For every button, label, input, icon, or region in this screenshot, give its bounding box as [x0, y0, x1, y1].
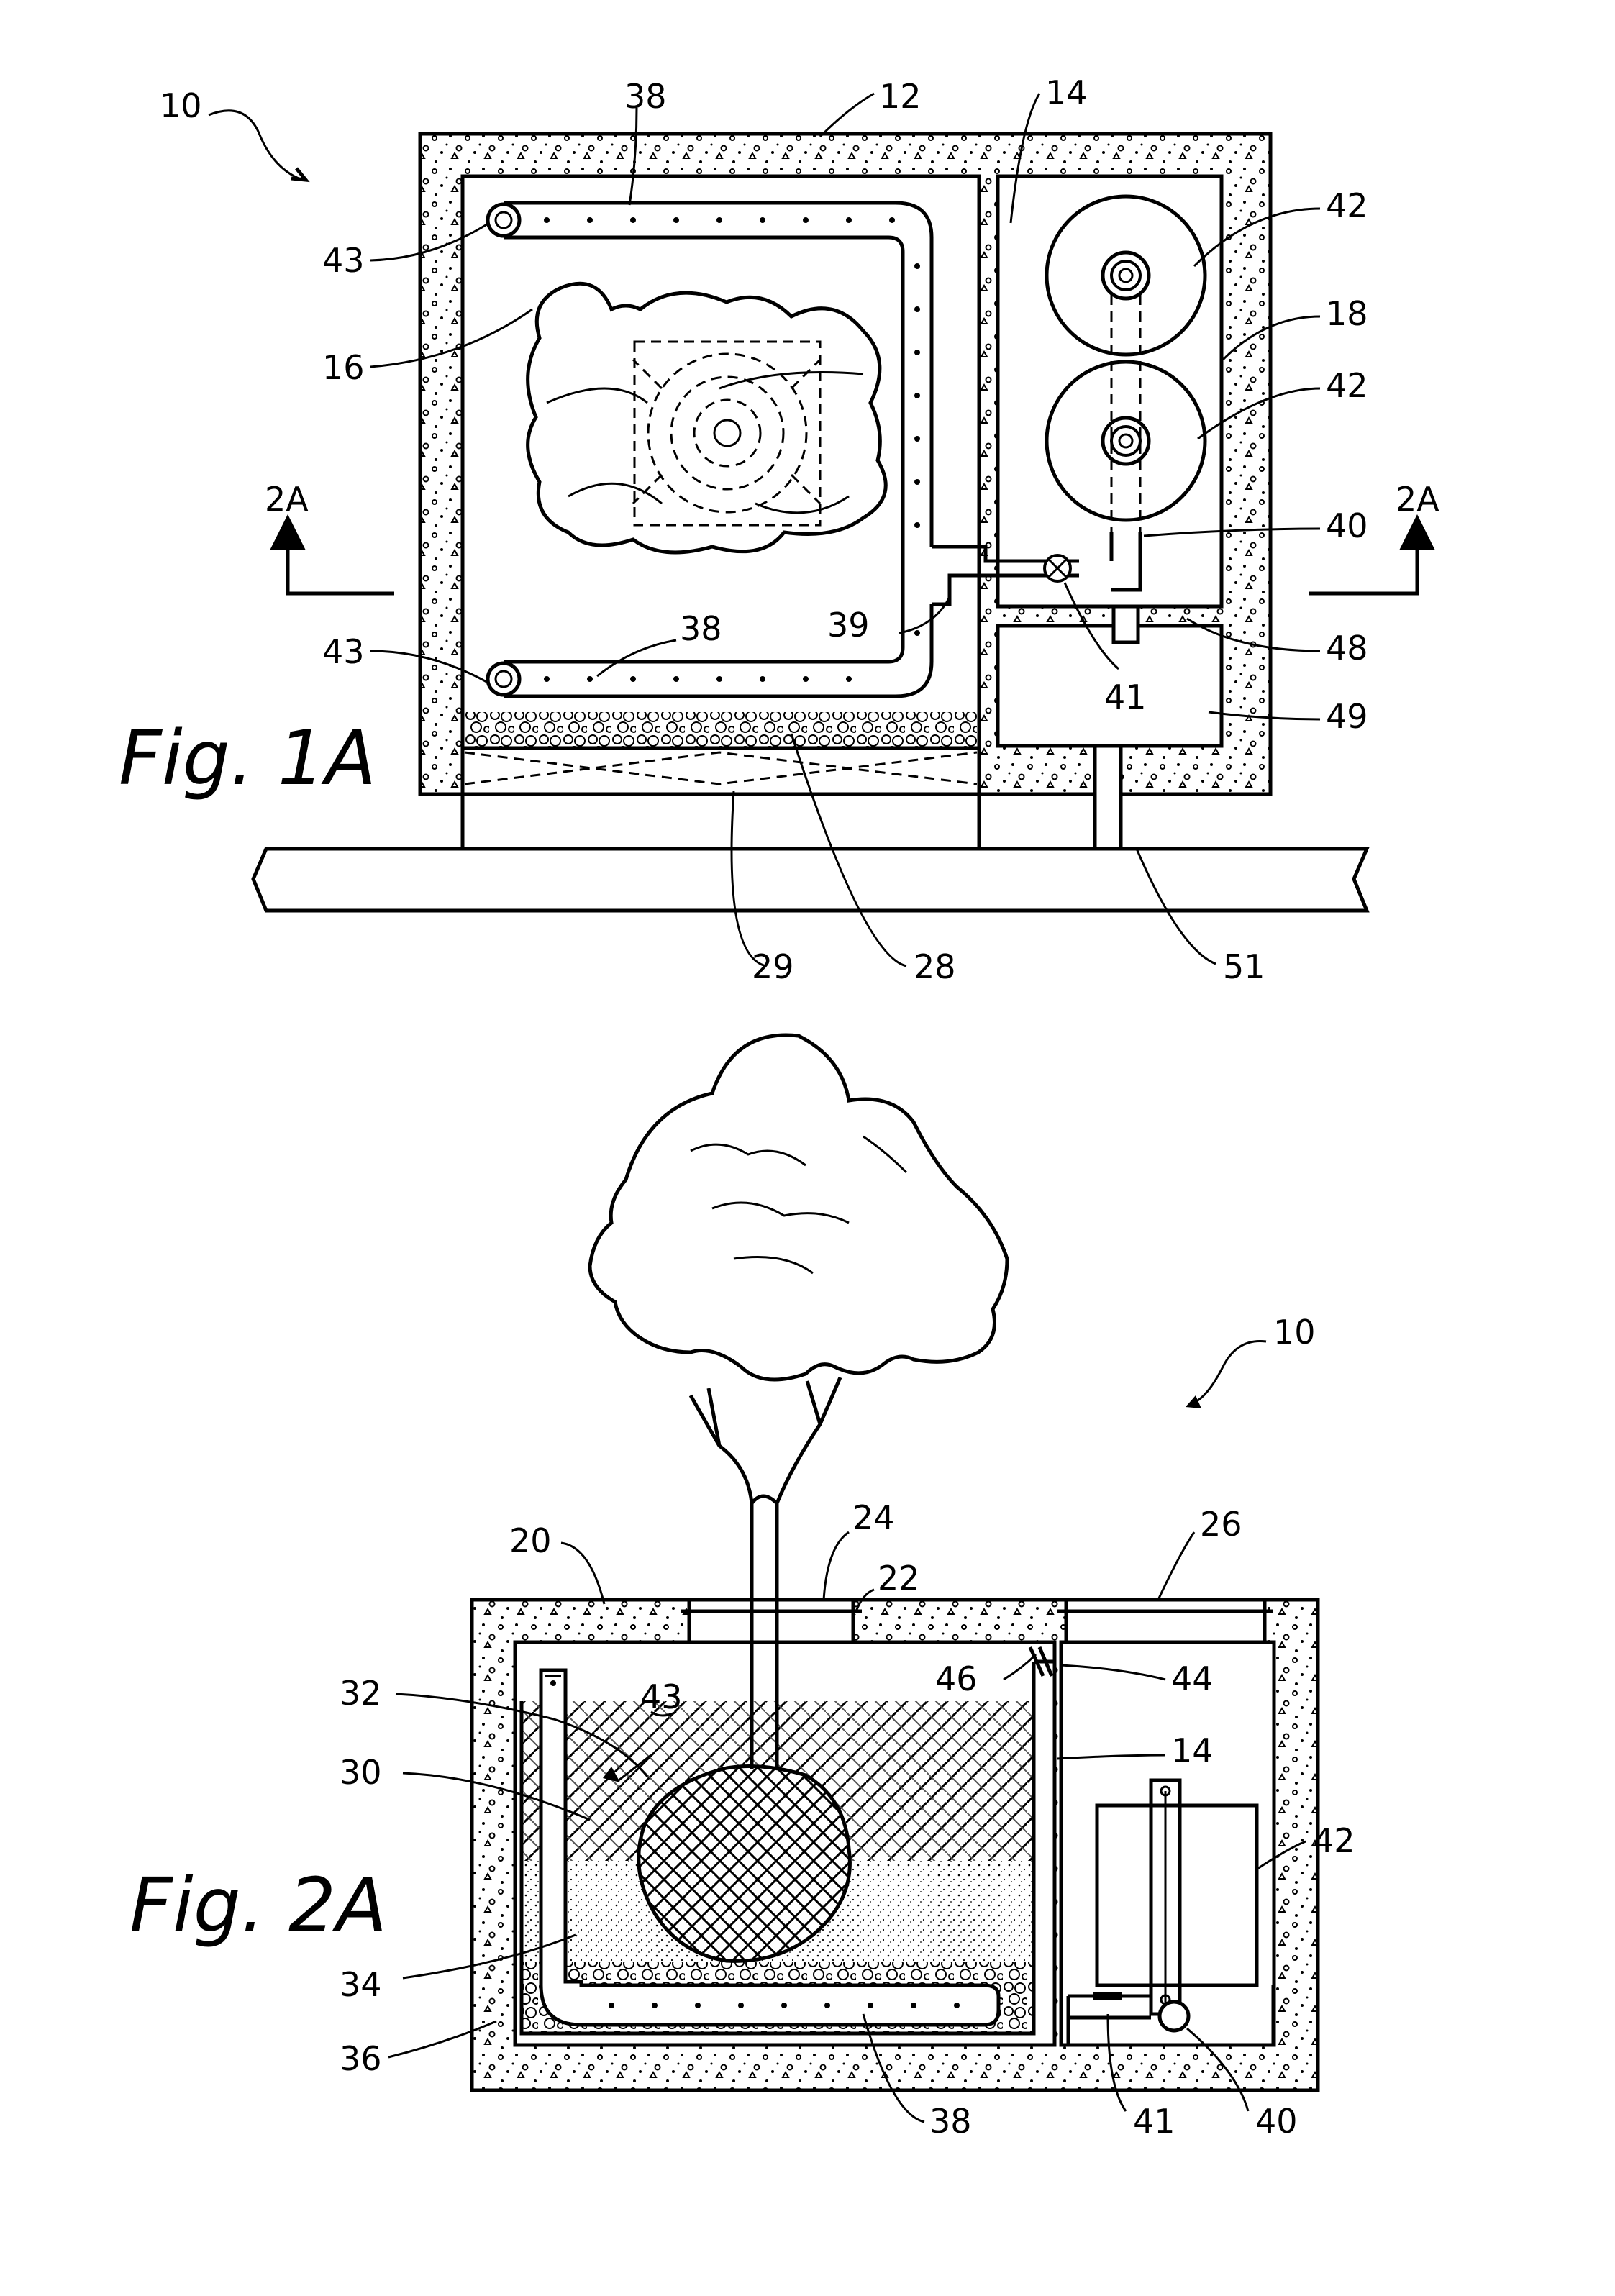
caption-fig-1a: Fig. 1A	[119, 714, 376, 802]
ref-18: 18	[1326, 294, 1368, 333]
ref-42-2a: 42	[1313, 1821, 1355, 1860]
gravel-layer	[465, 712, 977, 748]
ref-16: 16	[322, 348, 365, 387]
section-marker-left: 2A	[265, 480, 394, 593]
lid-opening-22	[689, 1600, 853, 1642]
ref-12: 12	[879, 77, 922, 116]
ref-29: 29	[752, 947, 794, 986]
ref-32: 32	[340, 1674, 382, 1713]
ref-20: 20	[509, 1521, 552, 1560]
ref-10-2a: 10	[1273, 1313, 1316, 1352]
lid-opening-26	[1066, 1600, 1265, 1642]
ref-40: 40	[1326, 506, 1368, 545]
ref-43-bottom: 43	[322, 632, 365, 671]
pump-upper	[1047, 196, 1205, 355]
ref-10: 10	[160, 86, 202, 125]
pump-lower	[1047, 362, 1205, 520]
ref-39: 39	[827, 606, 870, 644]
overflow-tube-48	[1114, 606, 1138, 642]
ref-49: 49	[1326, 697, 1368, 736]
ref-28: 28	[914, 947, 956, 986]
ref-42-lower: 42	[1326, 366, 1368, 405]
section-label-left: 2A	[265, 480, 309, 519]
ref-22: 22	[878, 1559, 920, 1598]
ref-14-2a: 14	[1171, 1731, 1214, 1770]
ref-46: 46	[935, 1659, 978, 1698]
ref-41: 41	[1104, 678, 1147, 716]
ref-38-top: 38	[624, 77, 667, 116]
drain-pipe	[1095, 746, 1121, 849]
ref-48: 48	[1326, 629, 1368, 668]
ref-30: 30	[340, 1753, 382, 1792]
ref-40-2a: 40	[1255, 2102, 1298, 2141]
ref-38-2a: 38	[929, 2102, 972, 2141]
ref-44: 44	[1171, 1659, 1214, 1698]
ref-43-2a: 43	[640, 1677, 683, 1716]
pump-42-2a	[1097, 1780, 1257, 2014]
ref-36: 36	[340, 2039, 382, 2078]
valve-41-2a	[1093, 1992, 1122, 2000]
figure-2a: 10 20 24 22 26 43 46 44 32 14 30 42 34 3…	[129, 1035, 1355, 2141]
ref-14: 14	[1045, 73, 1088, 112]
ref-26: 26	[1200, 1505, 1242, 1544]
ref-43-top: 43	[322, 241, 365, 280]
elbow-40	[1160, 2002, 1188, 2031]
ref-34: 34	[340, 1965, 382, 2004]
ref-24: 24	[852, 1498, 895, 1537]
caption-fig-2a: Fig. 2A	[129, 1862, 387, 1949]
ref-38-bottom: 38	[680, 609, 722, 648]
floor-slab	[253, 849, 1367, 911]
valve-41	[1045, 555, 1070, 581]
root-ball	[639, 1767, 850, 1962]
tree-canopy	[590, 1035, 1007, 1380]
figure-1a: 2A 2A 10	[119, 73, 1439, 986]
ref-51: 51	[1223, 947, 1265, 986]
section-label-right: 2A	[1396, 480, 1439, 519]
ref-42-upper: 42	[1326, 186, 1368, 225]
ref-41-2a: 41	[1133, 2102, 1175, 2141]
